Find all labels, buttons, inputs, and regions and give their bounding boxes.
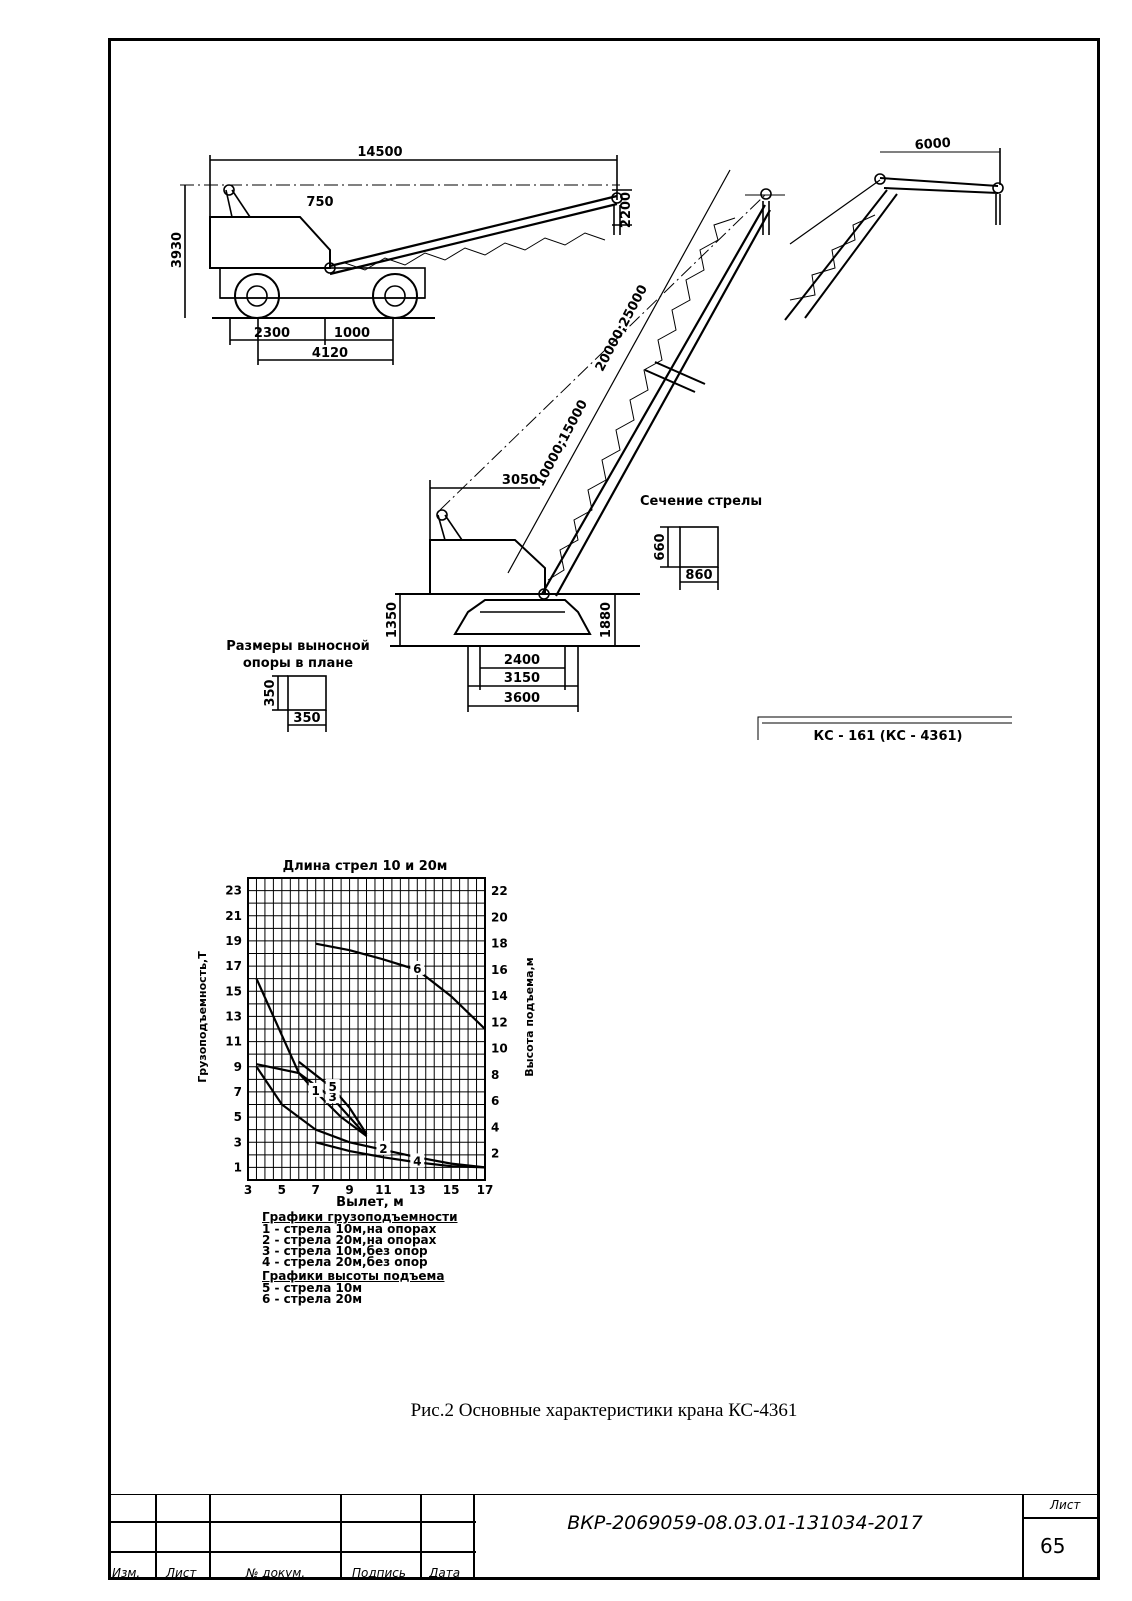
section-dim-660: 660: [653, 533, 668, 560]
dim-3930: 3930: [170, 232, 185, 268]
dim-1000: 1000: [334, 326, 370, 341]
sheet-label: Лист: [1050, 1498, 1081, 1512]
crane-drawing: 14500 750 3930 2200 2300 1000 4120 20000…: [170, 136, 1012, 744]
legend-item-5: 5 - стрела 10м: [262, 1281, 363, 1295]
legend-item-4: 4 - стрела 20м,без опор: [262, 1255, 428, 1269]
title-block-header-date: Дата: [429, 1566, 461, 1580]
title-block: [108, 1494, 1100, 1580]
legend-item-6: 6 - стрела 20м: [262, 1292, 363, 1306]
section-label: Сечение стрелы: [640, 494, 762, 509]
section-dim-860: 860: [685, 568, 712, 583]
outrigger-label-line1: Размеры выносной: [226, 639, 370, 654]
dim-750: 750: [306, 195, 333, 210]
legend-item-2: 2 - стрела 20м,на опорах: [262, 1233, 437, 1247]
sheet-number: 65: [1040, 1534, 1066, 1558]
legend-item-1: 1 - стрела 10м,на опорах: [262, 1222, 437, 1236]
title-block-header-signature: Подпись: [352, 1566, 406, 1580]
dim-4120: 4120: [312, 346, 348, 361]
outrigger-dim-350-v: 350: [263, 679, 278, 706]
dim-3600: 3600: [504, 691, 540, 706]
dim-3150: 3150: [504, 671, 540, 686]
dim-1880: 1880: [599, 602, 614, 638]
outrigger-label-line2: опоры в плане: [243, 656, 353, 671]
dim-14500: 14500: [357, 145, 402, 160]
document-code: ВКР-2069059-08.03.01-131034-2017: [567, 1512, 923, 1534]
model-label: КС - 161 (КС - 4361): [814, 729, 963, 744]
dim-6000: 6000: [914, 136, 951, 153]
chart-legend: Графики грузоподъемности 1 - стрела 10м,…: [262, 1210, 458, 1306]
dim-2200: 2200: [619, 192, 634, 228]
outrigger-dim-350-h: 350: [293, 711, 320, 726]
dim-1350: 1350: [385, 602, 400, 638]
figure-caption: Рис.2 Основные характеристики крана КС-4…: [410, 1400, 798, 1421]
legend-capacity-title: Графики грузоподъемности: [262, 1210, 458, 1224]
drawing-sheet-frame: [108, 38, 1100, 1580]
title-block-header-docnum: № докум.: [246, 1566, 306, 1580]
dim-2300: 2300: [254, 326, 290, 341]
dim-2400: 2400: [504, 653, 540, 668]
dim-3050: 3050: [502, 473, 538, 488]
legend-height-title: Графики высоты подъема: [262, 1269, 445, 1283]
title-block-header-izm: Изм.: [112, 1566, 141, 1580]
legend-item-3: 3 - стрела 10м,без опор: [262, 1244, 428, 1258]
title-block-header-list: Лист: [166, 1566, 197, 1580]
